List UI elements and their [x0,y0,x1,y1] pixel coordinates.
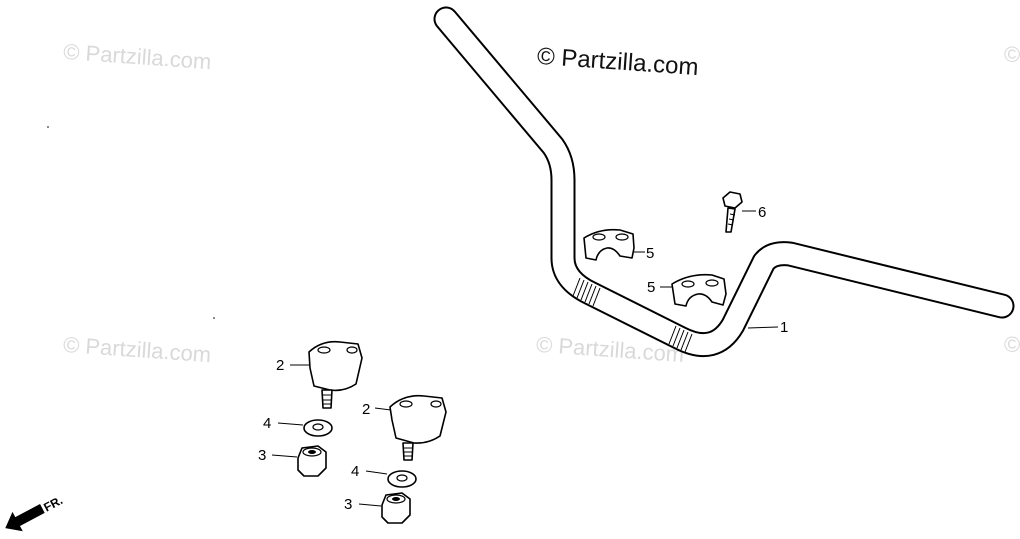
watermark-edge-top: © [1004,42,1020,67]
callout-2b: 2 [362,401,370,418]
leader-4b [365,470,388,475]
watermark-top-left: © Partzilla.com [63,39,213,74]
callout-4b: 4 [351,463,359,480]
leader-1 [747,326,779,329]
callout-6: 6 [758,204,766,221]
lower-holder-a [308,340,363,409]
callout-3a: 3 [258,447,266,464]
front-arrow-icon: FR. [5,493,65,532]
callout-5b: 5 [647,279,655,296]
leader-3b [358,503,382,507]
leader-3a [271,454,298,458]
callout-2a: 2 [276,357,284,374]
bolt [722,191,743,233]
nut-a [297,445,327,477]
callout-3b: 3 [344,496,352,513]
callout-5a: 5 [646,245,654,262]
leader-4a [277,422,304,426]
watermark-edge-mid: © [1004,332,1020,357]
washer-b [387,470,417,488]
lower-holder-b [389,394,447,461]
upper-holder-b [671,273,727,307]
nut-b [381,492,411,524]
callout-4a: 4 [263,415,271,432]
washer-a [303,419,333,437]
front-label: FR. [41,493,65,514]
upper-holder-a [583,228,635,261]
handlebar [433,6,1015,358]
watermark-mid-left: © Partzilla.com [62,332,212,367]
knurl-right [668,325,693,353]
copyright-text: © Partzilla.com [536,43,699,81]
leader-2b [374,407,392,411]
callout-1: 1 [780,319,788,336]
knurl-left [572,277,601,307]
